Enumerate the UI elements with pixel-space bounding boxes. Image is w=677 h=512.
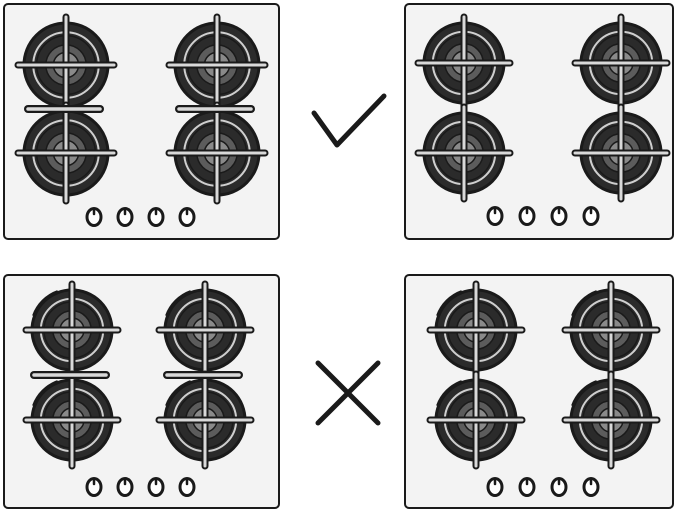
knob-icon xyxy=(85,207,103,227)
burner-icon xyxy=(22,280,122,380)
cooktop-panel-bottom-left xyxy=(3,274,280,509)
knob-icon xyxy=(486,206,504,226)
grate-icon xyxy=(165,13,269,117)
cooktop-panel-top-left xyxy=(3,3,280,240)
knob-icon xyxy=(518,206,536,226)
knob-icon xyxy=(582,477,600,497)
burner-icon xyxy=(571,103,671,203)
knob-icon xyxy=(147,207,165,227)
grate-icon xyxy=(414,13,514,113)
knob-icon xyxy=(147,477,165,497)
burner-icon xyxy=(414,13,514,113)
grate-icon xyxy=(22,280,122,380)
knob-icon xyxy=(582,206,600,226)
grate-icon xyxy=(561,280,661,380)
grate-icon xyxy=(571,13,671,113)
burner-icon xyxy=(571,13,671,113)
grate-icon xyxy=(14,13,118,117)
grate-icon xyxy=(155,370,255,470)
burner-icon xyxy=(426,280,526,380)
grate-icon xyxy=(571,103,671,203)
burner-icon xyxy=(155,370,255,470)
burner-icon xyxy=(165,101,269,205)
burner-icon xyxy=(22,370,122,470)
grate-icon xyxy=(426,280,526,380)
grate-icon xyxy=(155,280,255,380)
cross-mark-icon xyxy=(315,360,381,426)
cooktop-panel-bottom-right xyxy=(404,274,674,509)
knob-icon xyxy=(550,206,568,226)
burner-icon xyxy=(155,280,255,380)
knob-icon xyxy=(178,477,196,497)
knob-icon xyxy=(116,207,134,227)
burner-icon xyxy=(561,370,661,470)
knob-icon xyxy=(85,477,103,497)
burner-icon xyxy=(414,103,514,203)
grate-icon xyxy=(426,370,526,470)
burner-icon xyxy=(14,13,118,117)
knob-icon xyxy=(486,477,504,497)
knob-icon xyxy=(178,207,196,227)
burner-icon xyxy=(165,13,269,117)
cross-stroke-b xyxy=(315,360,381,426)
burner-icon xyxy=(426,370,526,470)
knob-icon xyxy=(116,477,134,497)
knob-icon xyxy=(550,477,568,497)
grate-icon xyxy=(14,101,118,205)
cooktop-panel-top-right xyxy=(404,3,674,240)
burner-icon xyxy=(561,280,661,380)
grate-icon xyxy=(561,370,661,470)
grate-icon xyxy=(22,370,122,470)
knob-icon xyxy=(518,477,536,497)
check-mark-icon xyxy=(311,93,387,148)
grate-icon xyxy=(414,103,514,203)
grate-icon xyxy=(165,101,269,205)
burner-icon xyxy=(14,101,118,205)
